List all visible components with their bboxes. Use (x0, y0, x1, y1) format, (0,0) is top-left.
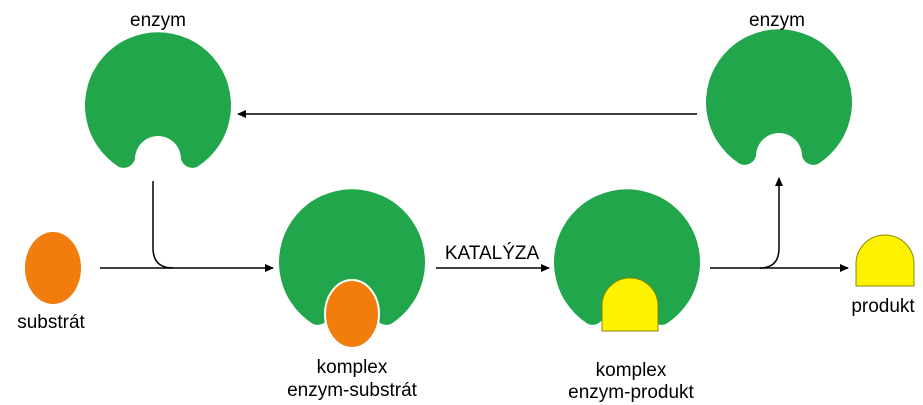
product-shape (855, 234, 915, 287)
complex-ep-label-line1: komplex (595, 360, 667, 381)
substrate-oval (25, 232, 81, 304)
complex-es-label-line2: enzym-substrát (287, 380, 417, 401)
complex-ep-label-line2: enzym-produkt (568, 382, 694, 403)
arrow-enzyme-release (759, 177, 783, 269)
substrate-label: substrát (17, 312, 85, 333)
enzyme-left-label: enzym (130, 10, 186, 31)
complex-es-label-line1: komplex (316, 357, 388, 378)
enzyme-right-label: enzym (749, 10, 805, 31)
complex-product-shape (601, 277, 659, 332)
enzyme-left-shape (85, 32, 232, 168)
product-label: produkt (851, 296, 915, 317)
arrow-enzyme-joins (152, 181, 174, 269)
catalysis-label: KATALÝZA (444, 243, 540, 264)
enzyme-right-shape (706, 29, 852, 165)
complex-substrate-oval (324, 279, 380, 349)
